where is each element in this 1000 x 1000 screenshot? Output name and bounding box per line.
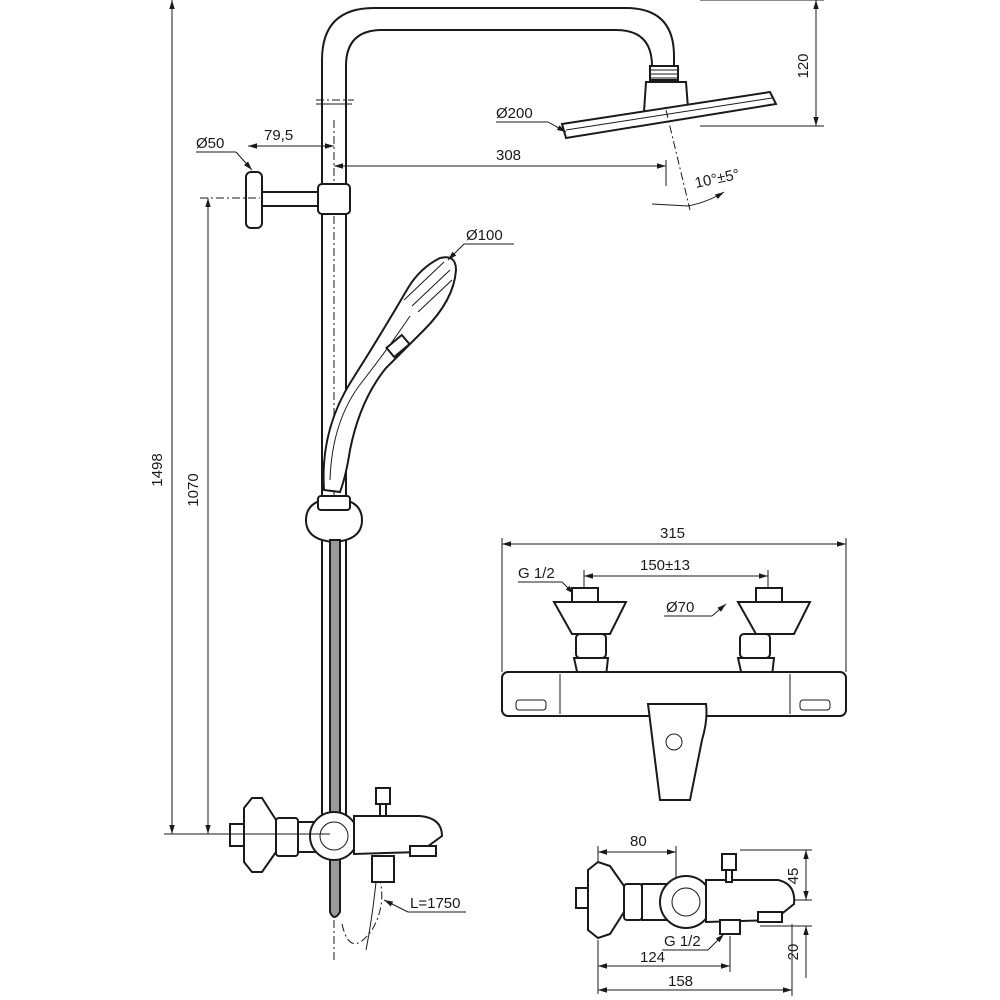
left-inlet-connector bbox=[552, 587, 628, 677]
dim-tilt: 10°±5° bbox=[693, 166, 741, 192]
riser-pipe-outer bbox=[321, 7, 675, 830]
dim-inlet-spacing: 150±13 bbox=[640, 557, 690, 574]
wall-bracket bbox=[245, 171, 351, 229]
riser-pipe-inner bbox=[345, 29, 653, 830]
dim-side-height-bottom: 20 bbox=[785, 944, 802, 961]
dim-side-outlet-distance: 124 bbox=[640, 949, 665, 966]
dim-lower-height: 1070 bbox=[185, 473, 202, 506]
dim-wall-offset: 79,5 bbox=[264, 127, 293, 144]
dim-escutcheon-dia: Ø70 bbox=[666, 599, 694, 616]
dim-head-dia: Ø200 bbox=[496, 105, 533, 122]
dim-total-height: 1498 bbox=[149, 453, 166, 486]
bath-mixer bbox=[229, 787, 444, 951]
overhead-shower-head bbox=[560, 65, 778, 211]
mixer-side-view: 80 45 20 G 1/2 124 158 bbox=[575, 833, 812, 996]
dim-side-outlet-thread: G 1/2 bbox=[664, 933, 701, 950]
mixer-lever bbox=[646, 703, 708, 801]
shower-column: 1498 1070 Ø50 79,5 308 120 Ø200 10°±5° Ø… bbox=[149, 0, 824, 960]
dim-overhead-height: 120 bbox=[795, 53, 812, 78]
dim-wall-flange-dia: Ø50 bbox=[196, 135, 224, 152]
dim-side-height-top: 45 bbox=[785, 868, 802, 885]
mixer-front-view: 315 150±13 G 1/2 Ø70 bbox=[501, 525, 847, 801]
dim-mixer-width: 315 bbox=[660, 525, 685, 542]
dim-side-depth: 80 bbox=[630, 833, 647, 850]
dim-side-total-depth: 158 bbox=[668, 973, 693, 990]
hand-shower bbox=[304, 256, 458, 544]
right-inlet-connector bbox=[736, 587, 812, 677]
dim-hand-shower-dia: Ø100 bbox=[466, 227, 503, 244]
dim-inlet-thread: G 1/2 bbox=[518, 565, 555, 582]
dim-arm-reach: 308 bbox=[496, 147, 521, 164]
dim-hose-length: L=1750 bbox=[410, 895, 460, 912]
